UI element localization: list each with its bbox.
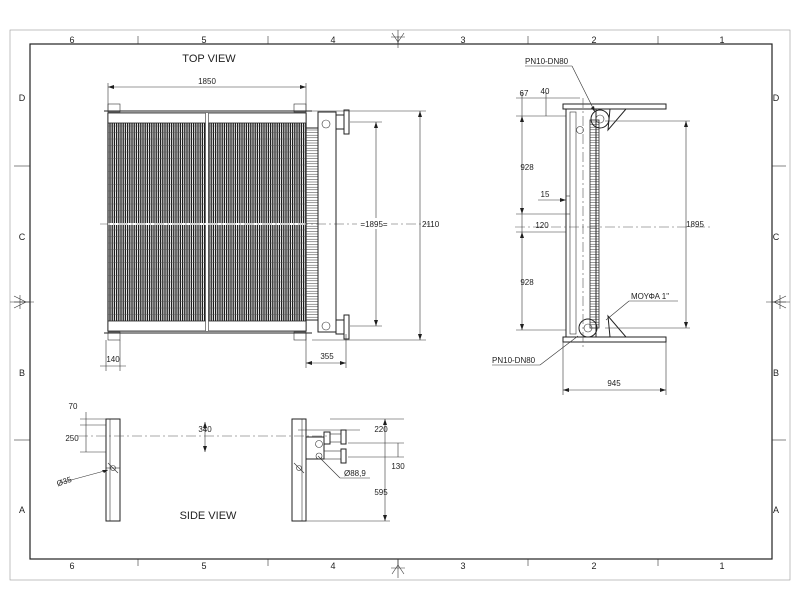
label-pn10-top: PN10-DN80 (525, 57, 569, 66)
dim-355: 355 (320, 352, 334, 361)
zone-top-3: 3 (460, 35, 465, 45)
zone-bottom-2: 2 (591, 561, 596, 571)
header-ribs (306, 129, 318, 321)
fin-pattern (108, 123, 307, 321)
zone-bottom-3: 3 (460, 561, 465, 571)
dim-1895-front: 1895 (686, 220, 704, 229)
dim-70: 70 (69, 402, 78, 411)
dim-130: 130 (391, 462, 405, 471)
dim-2110: 2110 (422, 220, 440, 229)
dim-945: 945 (607, 379, 621, 388)
sheet-frame: 6 5 4 3 2 1 6 5 4 3 2 1 D C B A D C B A (9, 29, 791, 581)
dim-67: 67 (520, 89, 529, 98)
right-leg (291, 418, 307, 522)
dim-15: 15 (541, 190, 550, 199)
zone-top-6: 6 (69, 35, 74, 45)
dim-250: 250 (65, 434, 79, 443)
zone-right-D: D (773, 93, 780, 103)
front-top-flange (576, 109, 610, 134)
dim-595: 595 (374, 488, 388, 497)
zone-left-D: D (19, 93, 26, 103)
dim-120: 120 (535, 221, 549, 230)
zone-left-C: C (19, 232, 26, 242)
dim-928-bottom: 928 (520, 278, 534, 287)
side-view: SIDE VIEW 70 250 (56, 402, 406, 522)
label-socket: ΜΟΥΦΑ 1" (631, 292, 669, 301)
top-flange (321, 109, 350, 135)
side-pipe-flanges (305, 429, 347, 464)
side-view-title: SIDE VIEW (180, 510, 237, 522)
zone-top-1: 1 (719, 35, 724, 45)
zone-bottom-1: 1 (719, 561, 724, 571)
dim-1850: 1850 (198, 77, 216, 86)
zone-left-A: A (19, 505, 25, 515)
front-ribs (590, 121, 599, 326)
zone-bottom-5: 5 (201, 561, 206, 571)
dim-pipe-88-9: Ø88,9 (344, 469, 366, 478)
front-bottom-flange (578, 318, 598, 338)
front-view: PN10-DN80 PN10-DN80 ΜΟΥΦΑ 1" 67 40 928 1… (492, 57, 710, 395)
bottom-flange (321, 314, 350, 340)
dim-40: 40 (541, 87, 550, 96)
dim-928-top: 928 (520, 163, 534, 172)
top-view: TOP VIEW (100, 53, 440, 371)
top-view-title: TOP VIEW (182, 53, 236, 65)
zone-right-C: C (773, 232, 780, 242)
zone-bottom-4: 4 (330, 561, 335, 571)
zone-bottom-6: 6 (69, 561, 74, 571)
dim-hole-35: Ø35 (56, 475, 74, 488)
zone-top-5: 5 (201, 35, 206, 45)
label-pn10-bottom: PN10-DN80 (492, 356, 536, 365)
dim-1895-top: =1895= (360, 220, 387, 229)
dim-140: 140 (106, 355, 120, 364)
header-body (565, 108, 597, 338)
zone-top-2: 2 (591, 35, 596, 45)
left-leg (105, 418, 121, 522)
zone-top-4: 4 (330, 35, 335, 45)
zone-left-B: B (19, 368, 25, 378)
dim-340: 340 (198, 425, 212, 434)
zone-right-A: A (773, 505, 779, 515)
dim-220: 220 (374, 425, 388, 434)
zone-right-B: B (773, 368, 779, 378)
